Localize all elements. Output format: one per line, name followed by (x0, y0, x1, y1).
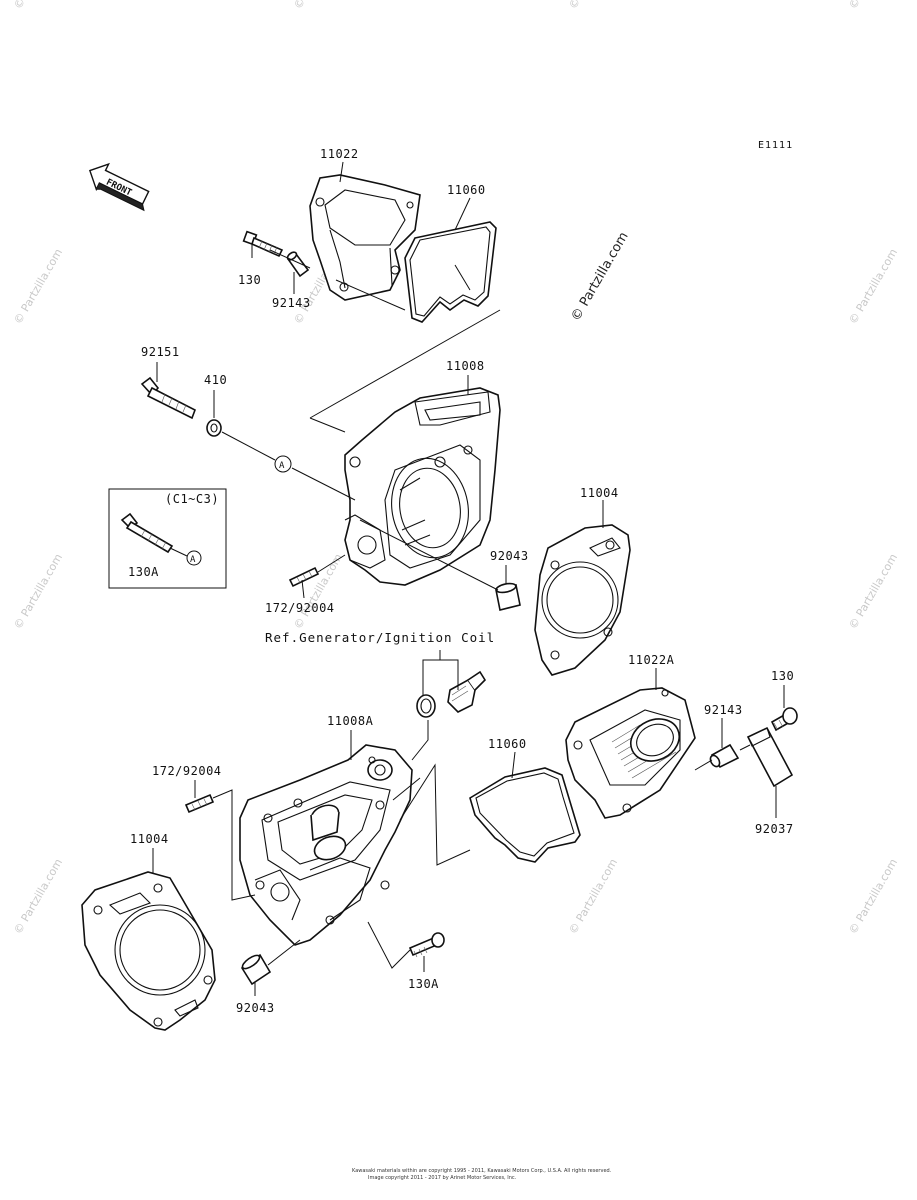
cylinder-11008 (344, 387, 501, 586)
watermark: © Partzilla.com (11, 246, 65, 326)
collar-92143-top (286, 251, 310, 278)
callout-130-right: 130 (771, 669, 794, 683)
watermark: © Partzilla.com (846, 246, 900, 326)
callout-92151: 92151 (141, 345, 180, 359)
watermark: © Partzilla.com (11, 0, 65, 12)
callout-11060-mid: 11060 (488, 737, 527, 751)
callout-172-92004-top: 172/92004 (265, 601, 335, 615)
watermark: © Partzilla.com (566, 856, 620, 936)
dowel-pin-92043-bottom (240, 953, 272, 986)
callout-11060-top: 11060 (447, 183, 486, 197)
diagram-code: E1111 (758, 140, 793, 151)
bolt-130A-bottom (408, 932, 445, 958)
stud-bolt-92151 (140, 376, 196, 420)
footer-line: Image copyright 2011 - 2017 by Arinet Mo… (368, 1175, 517, 1181)
callout-92037: 92037 (755, 822, 794, 836)
cylinder-11008A (239, 744, 413, 946)
copyright-footer: Kawasaki materials within are copyright … (352, 1168, 612, 1181)
callout-11022A: 11022A (628, 653, 675, 667)
watermark: © Partzilla.com (846, 551, 900, 631)
watermark: © Partzilla.com (11, 551, 65, 631)
callout-410: 410 (204, 373, 227, 387)
callout-11008A: 11008A (327, 714, 374, 728)
callout-labels: 11022 11060 130 92143 92151 410 11008 13… (128, 147, 794, 1015)
stud-172-92004-top (288, 566, 320, 588)
reference-note: Ref.Generator/Ignition Coil (265, 630, 495, 645)
callout-130-top: 130 (238, 273, 261, 287)
box-label: (C1~C3) (165, 492, 219, 506)
watermark-main: © Partzilla.com (568, 230, 631, 324)
dowel-pin-92043-right (495, 582, 521, 611)
collar-92143-right (709, 743, 740, 769)
washer-410 (206, 419, 222, 437)
watermark: © Partzilla.com (846, 856, 900, 936)
callout-172-92004-bottom: 172/92004 (152, 764, 222, 778)
cylinder-head-cover-11022A (565, 687, 696, 819)
watermark: © Partzilla.com (291, 551, 345, 631)
footer-line: Kawasaki materials within are copyright … (352, 1168, 612, 1174)
head-gasket-11004-left (81, 871, 216, 1031)
bolt-130-right (770, 707, 798, 732)
damper-92037 (746, 726, 794, 788)
callout-11022: 11022 (320, 147, 359, 161)
cylinder-head-cover-11022 (309, 174, 421, 301)
callout-92043-bottom: 92043 (236, 1001, 275, 1015)
watermark: © Partzilla.com (11, 856, 65, 936)
head-gasket-11004-right (534, 524, 631, 676)
callout-130A-box: 130A (128, 565, 159, 579)
callout-92143-top: 92143 (272, 296, 311, 310)
callout-92143-right: 92143 (704, 703, 743, 717)
callout-11008: 11008 (446, 359, 485, 373)
ignition-sensor (416, 670, 487, 718)
callout-11004-right: 11004 (580, 486, 619, 500)
cover-gasket-11060 (404, 221, 497, 323)
callout-11004-left: 11004 (130, 832, 169, 846)
watermark: © Partzilla.com (566, 0, 620, 12)
leader-lines: A (152, 161, 785, 996)
stud-172-92004-bottom (184, 793, 215, 814)
circle-marker: A (190, 555, 196, 565)
circle-marker: A (279, 461, 285, 471)
callout-92043-right: 92043 (490, 549, 529, 563)
watermark: © Partzilla.com (291, 0, 345, 12)
variant-box-c1-c3: (C1~C3) A (108, 488, 227, 589)
callout-130A-bottom: 130A (408, 977, 439, 991)
cover-gasket-11060-mid (469, 767, 581, 863)
front-arrow-icon: FRONT (88, 162, 150, 212)
watermark: © Partzilla.com (846, 0, 900, 12)
